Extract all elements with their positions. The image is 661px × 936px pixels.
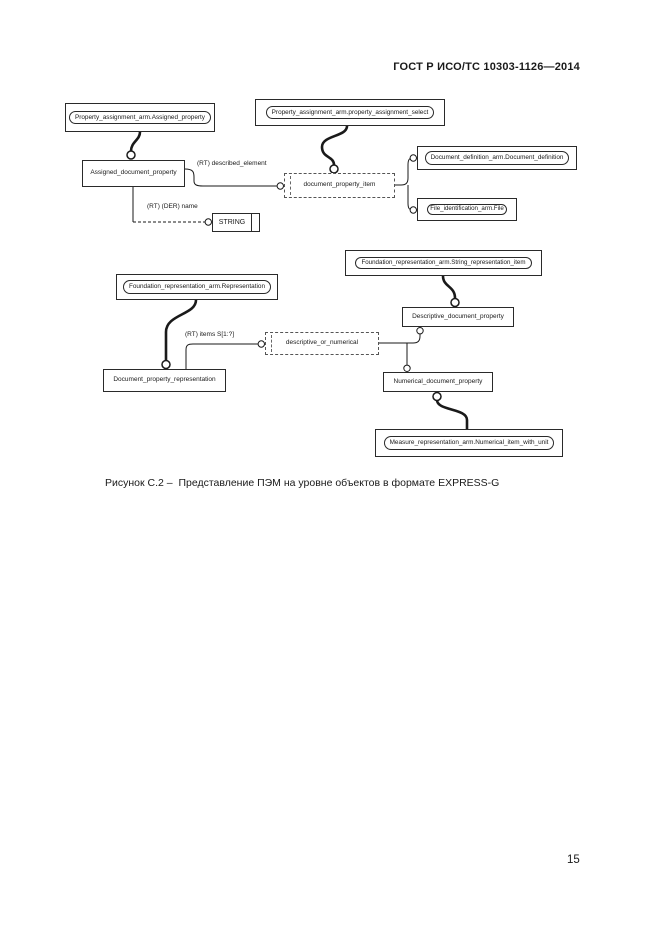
- edge-subtype-string-representation-item: [441, 275, 457, 299]
- node-property-assignment-select-ref-label: Property_assignment_arm.property_assignm…: [265, 105, 435, 120]
- node-string-type: STRING: [212, 213, 260, 232]
- attribute-circle: [409, 206, 417, 214]
- node-string-representation-item-ref: Foundation_representation_arm.String_rep…: [345, 250, 542, 276]
- node-file-ref-label: File_identification_arm.File: [427, 204, 507, 215]
- page-number: 15: [567, 854, 580, 866]
- figure-caption: Рисунок С.2 – Представление ПЭМ на уровн…: [105, 477, 500, 489]
- node-document-definition-ref-label: Document_definition_arm.Document_definit…: [424, 151, 570, 165]
- node-representation-ref: Foundation_representation_arm.Representa…: [116, 274, 278, 300]
- node-descriptive-document-property: Descriptive_document_property: [402, 307, 514, 327]
- node-assigned-document-property: Assigned_document_property: [82, 160, 185, 187]
- attribute-circle: [276, 182, 284, 190]
- subtype-circle: [432, 391, 442, 402]
- subtype-circle: [329, 164, 339, 174]
- edge-label-items: (RT) items S[1:?]: [185, 331, 235, 338]
- edge-attr-items: [185, 343, 258, 369]
- attribute-circle: [257, 340, 265, 348]
- edge-label-name: (RT) (DER) name: [147, 203, 198, 210]
- edge-attr-described-element: [184, 168, 278, 187]
- attribute-circle: [409, 154, 417, 162]
- node-document-definition-ref: Document_definition_arm.Document_definit…: [417, 146, 577, 170]
- edge-select-document-definition: [395, 157, 417, 186]
- subtype-circle: [450, 297, 460, 308]
- node-document-property-representation: Document_property_representation: [103, 369, 226, 392]
- page-header: ГОСТ Р ИСО/ТС 10303-1126—2014: [393, 61, 580, 73]
- edge-subtype-representation: [164, 299, 198, 360]
- attribute-circle: [416, 327, 424, 335]
- edge-subtype-property-assignment-select: [320, 125, 349, 166]
- node-numerical-document-property: Numerical_document_property: [383, 372, 493, 392]
- edge-select-descriptive: [379, 328, 421, 344]
- node-file-ref: File_identification_arm.File: [417, 198, 517, 221]
- edge-subtype-numerical-item-with-unit: [435, 399, 469, 429]
- node-assigned-property-ref-label: Property_assignment_arm.Assigned_propert…: [68, 110, 211, 125]
- node-numerical-item-with-unit-ref-label: Measure_representation_arm.Numerical_ite…: [383, 436, 555, 450]
- node-descriptive-or-numerical: descriptive_or_numerical: [265, 332, 379, 355]
- node-string-representation-item-ref-label: Foundation_representation_arm.String_rep…: [355, 256, 532, 270]
- node-assigned-property-ref: Property_assignment_arm.Assigned_propert…: [65, 103, 215, 132]
- node-numerical-item-with-unit-ref: Measure_representation_arm.Numerical_ite…: [375, 429, 563, 457]
- attribute-circle: [403, 364, 411, 372]
- subtype-circle: [126, 150, 136, 160]
- subtype-circle: [161, 359, 171, 370]
- edge-subtype-assigned-property: [129, 131, 142, 152]
- node-document-property-item: document_property_item: [284, 173, 395, 198]
- attribute-circle: [204, 218, 213, 226]
- edge-select-file: [407, 185, 417, 211]
- node-property-assignment-select-ref: Property_assignment_arm.property_assignm…: [255, 99, 445, 126]
- node-representation-ref-label: Foundation_representation_arm.Representa…: [122, 280, 272, 294]
- edge-label-described-element: (RT) described_element: [197, 160, 267, 167]
